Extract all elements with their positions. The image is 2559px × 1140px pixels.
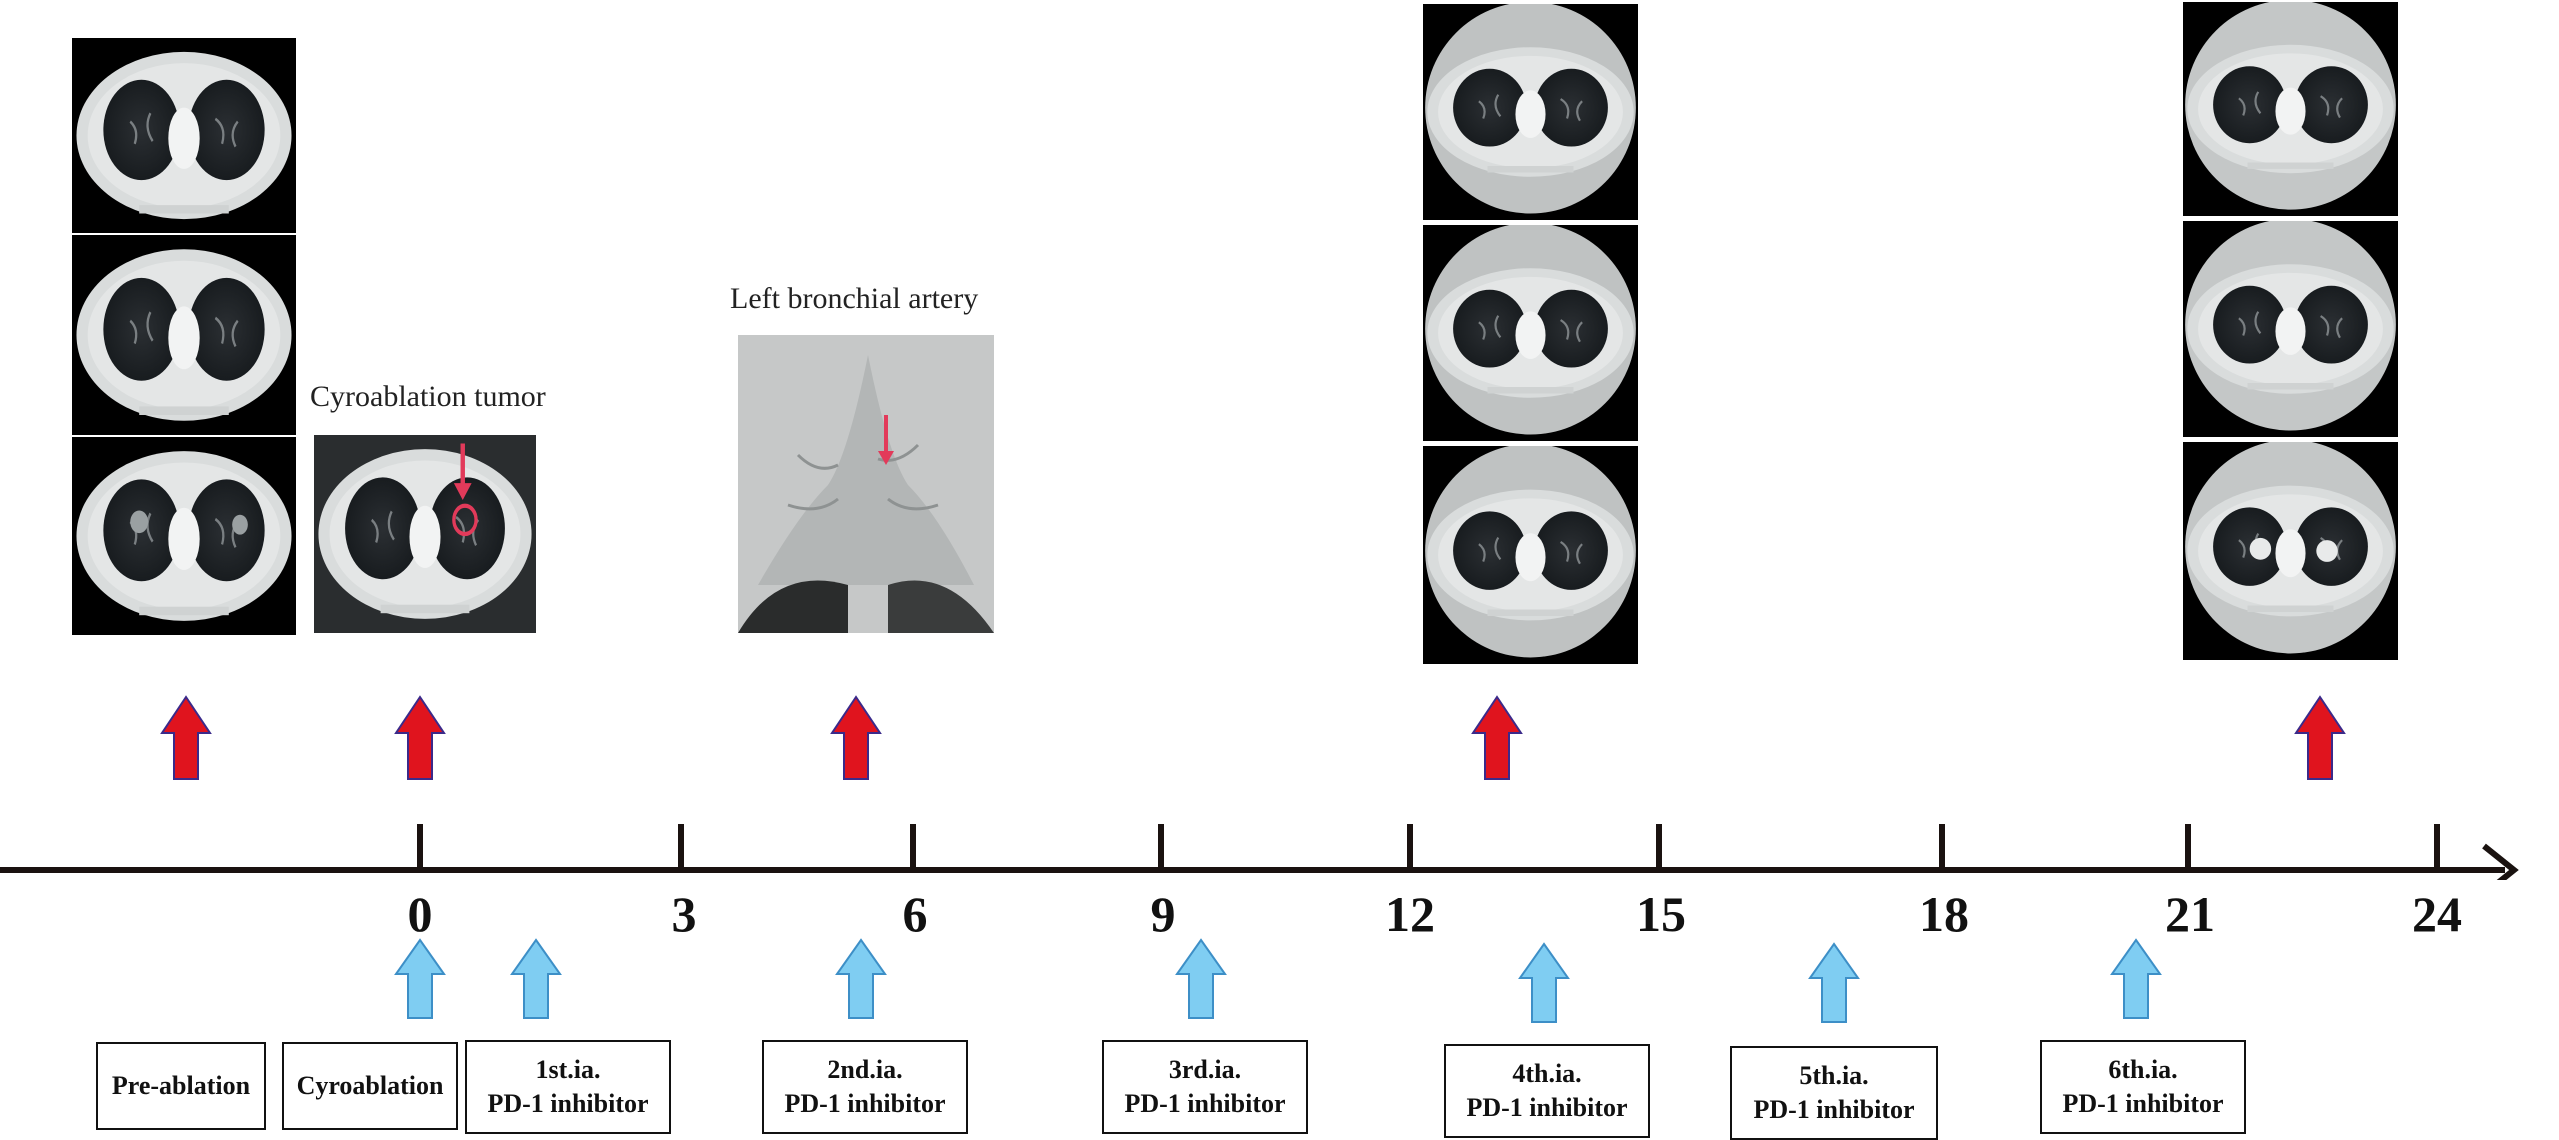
ct-image-followup-b-3 <box>2183 442 2398 660</box>
blue-arrow-up-icon <box>2110 938 2162 1019</box>
caption-cryoablation: Cyroablation tumor <box>310 380 546 413</box>
blue-arrow-up-icon <box>394 938 446 1019</box>
label-6th-ia: 6th.ia. <box>2108 1055 2178 1084</box>
angiography-image <box>738 335 994 633</box>
blue-arrow-up-icon <box>1808 942 1860 1023</box>
axis-arrowhead-icon <box>2482 843 2519 880</box>
label-box-cryoablation: Cyroablation <box>282 1042 458 1130</box>
ct-image-followup-b-2 <box>2183 221 2398 437</box>
tick-label-0: 0 <box>407 886 433 942</box>
label-box-1st-ia: 1st.ia. PD-1 inhibitor <box>465 1040 671 1134</box>
label-2nd-pd1: PD-1 inhibitor <box>784 1089 946 1118</box>
ct-image-pre-ablation-3 <box>72 437 296 635</box>
blue-arrow-up-icon <box>835 938 887 1019</box>
ct-image-followup-a-3 <box>1423 446 1638 664</box>
tick-label-18: 18 <box>1919 886 1969 942</box>
ct-image-cryoablation <box>314 435 536 633</box>
label-box-4th-ia: 4th.ia. PD-1 inhibitor <box>1444 1044 1650 1138</box>
label-pre-ablation: Pre-ablation <box>111 1071 251 1100</box>
tick-label-9: 9 <box>1150 886 1176 942</box>
red-arrow-up-icon <box>830 695 882 780</box>
ct-image-pre-ablation-2 <box>72 235 296 435</box>
tick-label-21: 21 <box>2165 886 2215 942</box>
caption-bronchial-artery: Left bronchial artery <box>730 282 979 315</box>
ct-image-followup-a-2 <box>1423 225 1638 441</box>
tick-label-12: 12 <box>1385 886 1435 942</box>
ct-image-followup-b-1 <box>2183 2 2398 216</box>
label-6th-pd1: PD-1 inhibitor <box>2062 1089 2224 1118</box>
blue-arrow-up-icon <box>1175 938 1227 1019</box>
ct-image-followup-a-1 <box>1423 4 1638 220</box>
label-box-pre-ablation: Pre-ablation <box>96 1042 266 1130</box>
label-box-6th-ia: 6th.ia. PD-1 inhibitor <box>2040 1040 2246 1134</box>
red-arrow-up-icon <box>394 695 446 780</box>
label-4th-pd1: PD-1 inhibitor <box>1466 1093 1628 1122</box>
red-arrow-up-icon <box>1471 695 1523 780</box>
label-3rd-pd1: PD-1 inhibitor <box>1124 1089 1286 1118</box>
label-1st-pd1: PD-1 inhibitor <box>487 1089 649 1118</box>
tick-label-15: 15 <box>1636 886 1686 942</box>
blue-arrow-up-icon <box>510 938 562 1019</box>
red-arrow-up-icon <box>160 695 212 780</box>
label-box-5th-ia: 5th.ia. PD-1 inhibitor <box>1730 1046 1938 1140</box>
label-cryoablation: Cyroablation <box>296 1071 444 1100</box>
label-3rd-ia: 3rd.ia. <box>1168 1055 1242 1084</box>
label-4th-ia: 4th.ia. <box>1512 1059 1582 1088</box>
timeline-axis <box>0 824 2519 880</box>
label-5th-ia: 5th.ia. <box>1799 1061 1869 1090</box>
tick-label-6: 6 <box>902 886 928 942</box>
label-box-2nd-ia: 2nd.ia. PD-1 inhibitor <box>762 1040 968 1134</box>
ct-image-pre-ablation-1 <box>72 38 296 233</box>
label-2nd-ia: 2nd.ia. <box>827 1055 903 1084</box>
red-arrow-up-icon <box>2294 695 2346 780</box>
tick-label-24: 24 <box>2412 886 2462 942</box>
tumor-marker-circle <box>452 503 478 537</box>
label-1st-ia: 1st.ia. <box>535 1055 601 1084</box>
label-5th-pd1: PD-1 inhibitor <box>1753 1095 1915 1124</box>
tick-label-3: 3 <box>671 886 697 942</box>
label-box-3rd-ia: 3rd.ia. PD-1 inhibitor <box>1102 1040 1308 1134</box>
blue-arrow-up-icon <box>1518 942 1570 1023</box>
